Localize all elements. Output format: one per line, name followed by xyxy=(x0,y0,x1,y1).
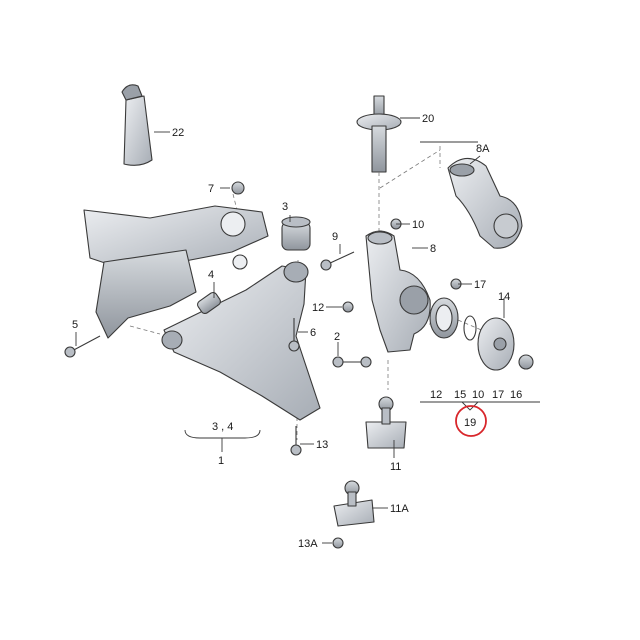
bracket-3-4 xyxy=(184,429,261,439)
label-5: 5 xyxy=(72,319,78,331)
label-10-upper: 10 xyxy=(412,219,424,231)
label-14: 14 xyxy=(498,291,510,303)
label-13: 13 xyxy=(316,439,328,451)
label-17-upper: 17 xyxy=(474,279,486,291)
bolt-part-9 xyxy=(320,251,355,271)
label-12-left: 12 xyxy=(312,302,324,314)
grease-tube-part-22 xyxy=(121,84,170,166)
circlip-part-15 xyxy=(463,315,477,341)
label-8: 8 xyxy=(430,243,436,255)
label-16: 16 xyxy=(510,389,522,401)
label-9: 9 xyxy=(332,231,338,243)
label-11a: 11A xyxy=(390,503,409,515)
bolt-part-5 xyxy=(64,335,101,358)
label-7: 7 xyxy=(208,183,214,195)
bolt-part-6 xyxy=(288,318,300,352)
bolt-part-13 xyxy=(290,426,302,456)
wheel-bearing-part-12 xyxy=(429,297,459,339)
label-20: 20 xyxy=(422,113,434,125)
label-1: 1 xyxy=(218,455,224,467)
label-3-upper: 3 xyxy=(282,201,288,213)
label-12-right: 12 xyxy=(430,389,442,401)
nut-part-7 xyxy=(220,181,245,195)
label-19: 19 xyxy=(464,417,476,429)
subframe-part xyxy=(83,205,269,339)
label-13a: 13A xyxy=(298,538,318,550)
strut-pin-part-20 xyxy=(356,95,420,173)
highlight-circle-19 xyxy=(455,405,487,437)
wheel-hub-part-14 xyxy=(477,317,515,371)
bolt-part-12 xyxy=(342,301,354,313)
hub-nut-part-16 xyxy=(518,354,534,370)
nut-part-13a xyxy=(332,537,344,549)
steering-knuckle-part-8a xyxy=(447,155,523,249)
ball-joint-part-11a xyxy=(333,480,375,527)
label-2: 2 xyxy=(334,331,340,343)
label-8a: 8A xyxy=(476,143,490,155)
label-17-lower: 17 xyxy=(492,389,504,401)
label-3-4: 3 , 4 xyxy=(212,421,233,433)
label-10-lower: 10 xyxy=(472,389,484,401)
bushing-part-3 xyxy=(281,215,311,251)
lower-control-arm xyxy=(161,261,321,421)
stabilizer-link-part-2 xyxy=(332,342,372,368)
label-6: 6 xyxy=(310,327,316,339)
label-11: 11 xyxy=(390,461,401,473)
label-15: 15 xyxy=(454,389,466,401)
steering-knuckle-part-8 xyxy=(365,230,431,353)
label-22: 22 xyxy=(172,127,184,139)
bushing-part-4 xyxy=(196,291,222,315)
ball-joint-part-11 xyxy=(365,396,407,449)
label-4: 4 xyxy=(208,269,214,281)
